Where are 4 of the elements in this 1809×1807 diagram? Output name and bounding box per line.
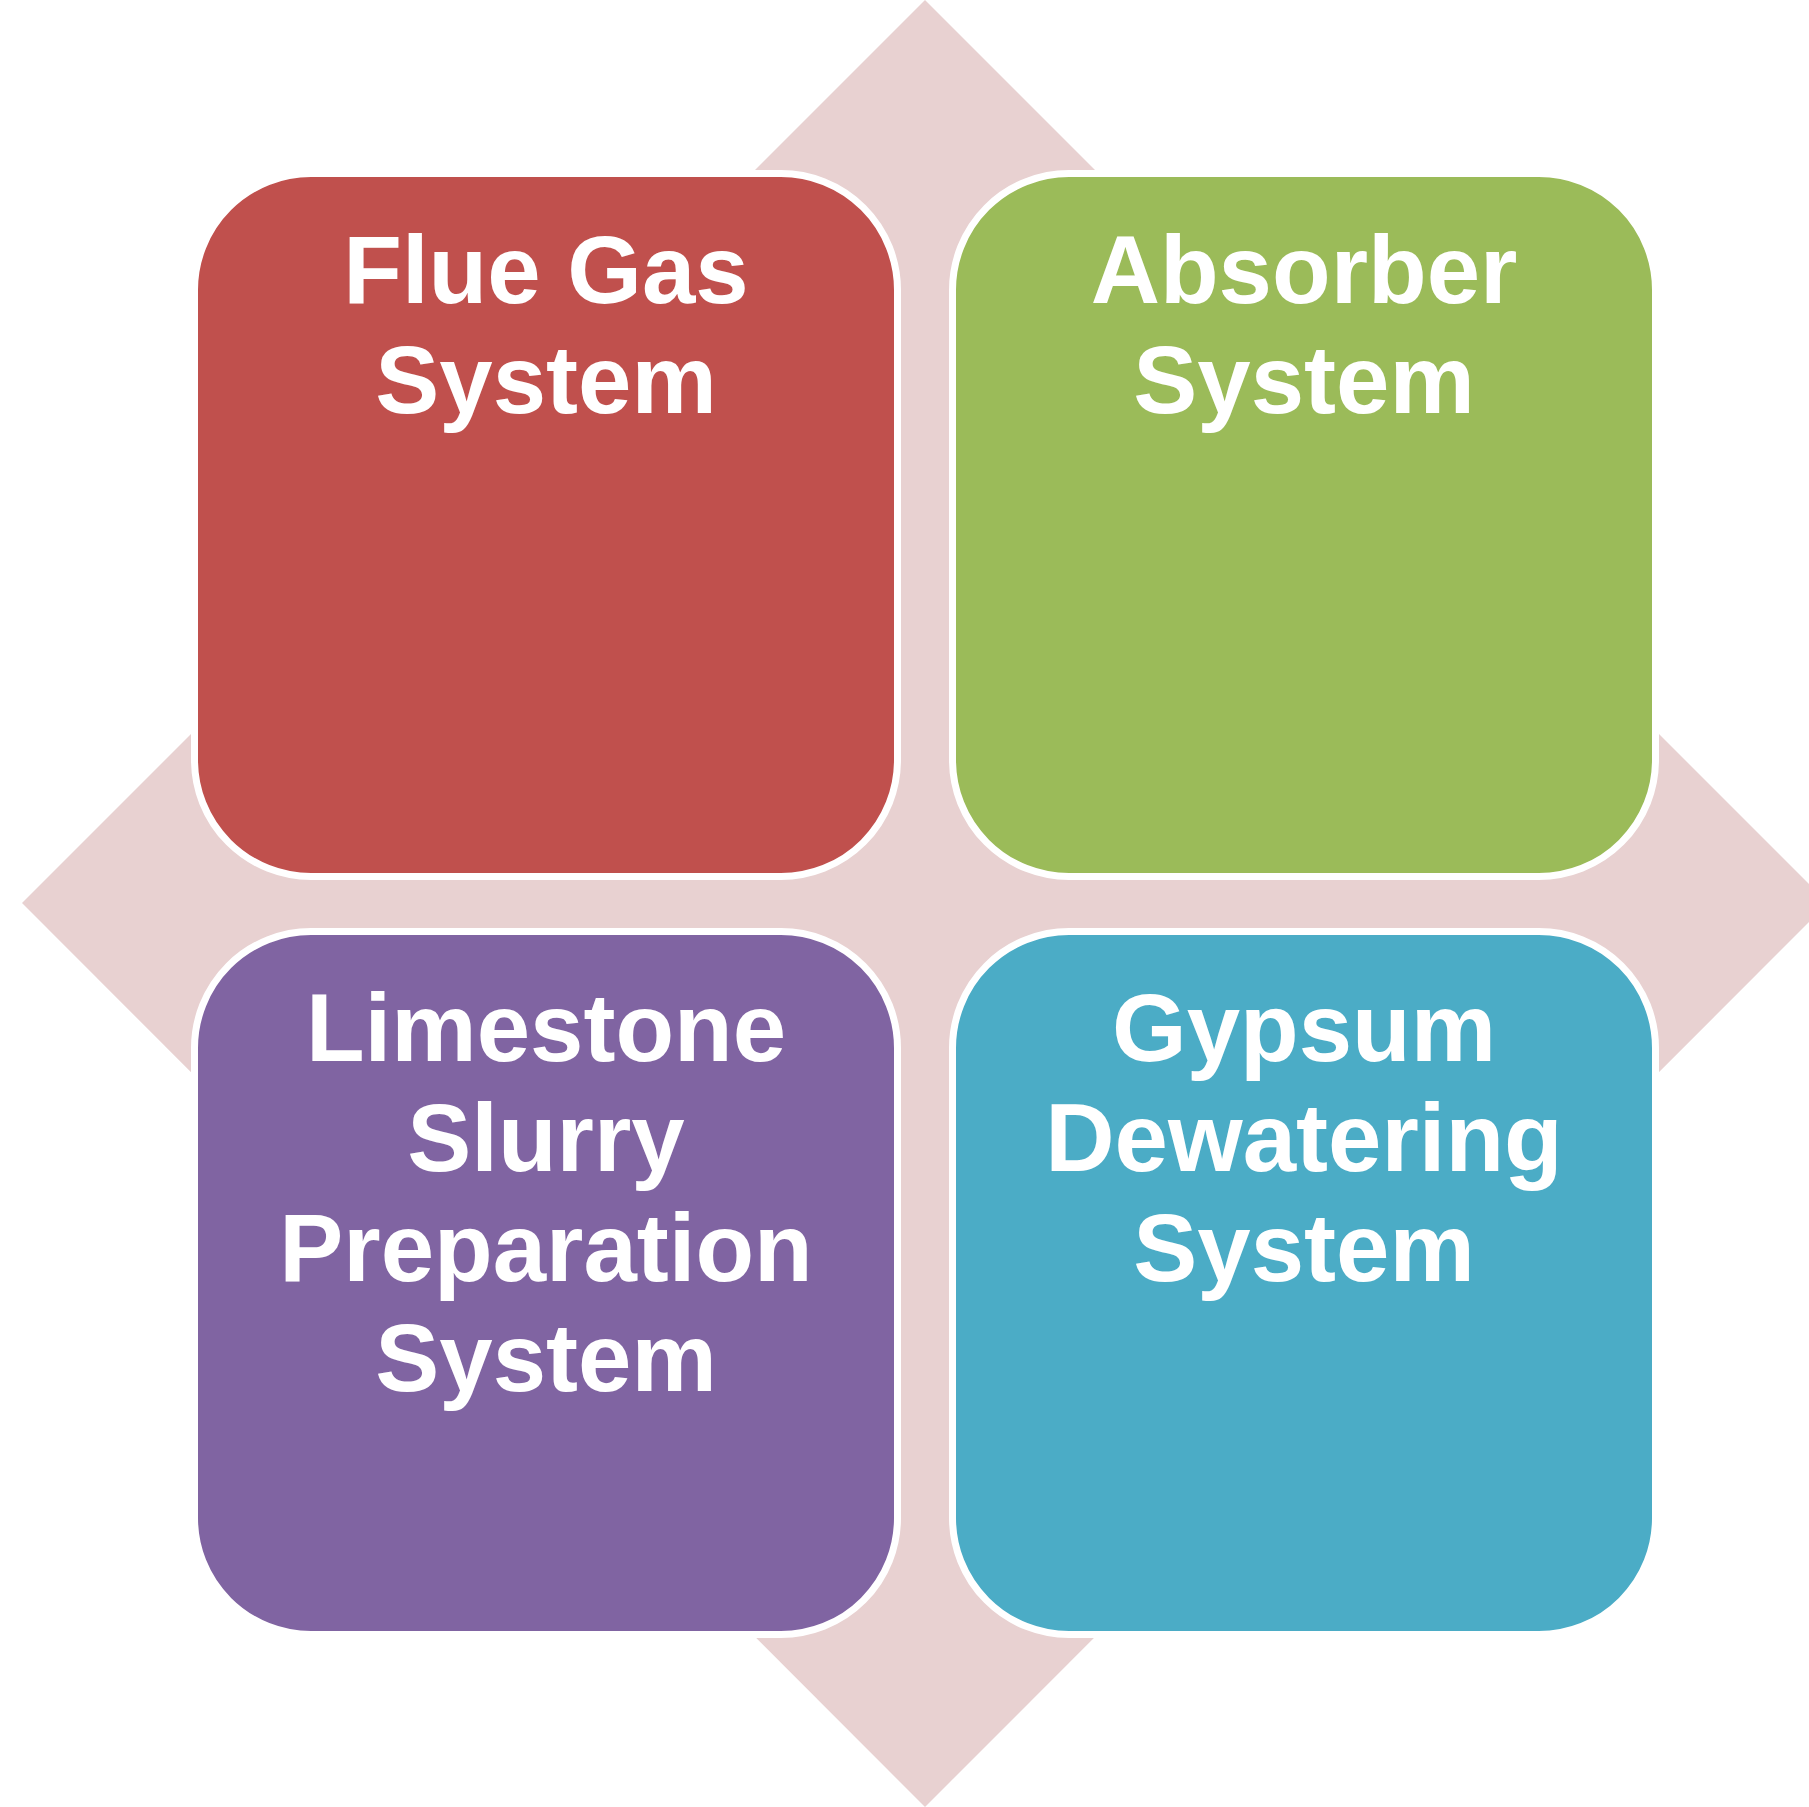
box-title: Gypsum Dewatering System xyxy=(1044,973,1564,1303)
box-title: Limestone Slurry Preparation System xyxy=(278,973,814,1413)
box-title: Absorber System xyxy=(1089,215,1519,435)
box-title: Flue Gas System xyxy=(342,215,750,435)
